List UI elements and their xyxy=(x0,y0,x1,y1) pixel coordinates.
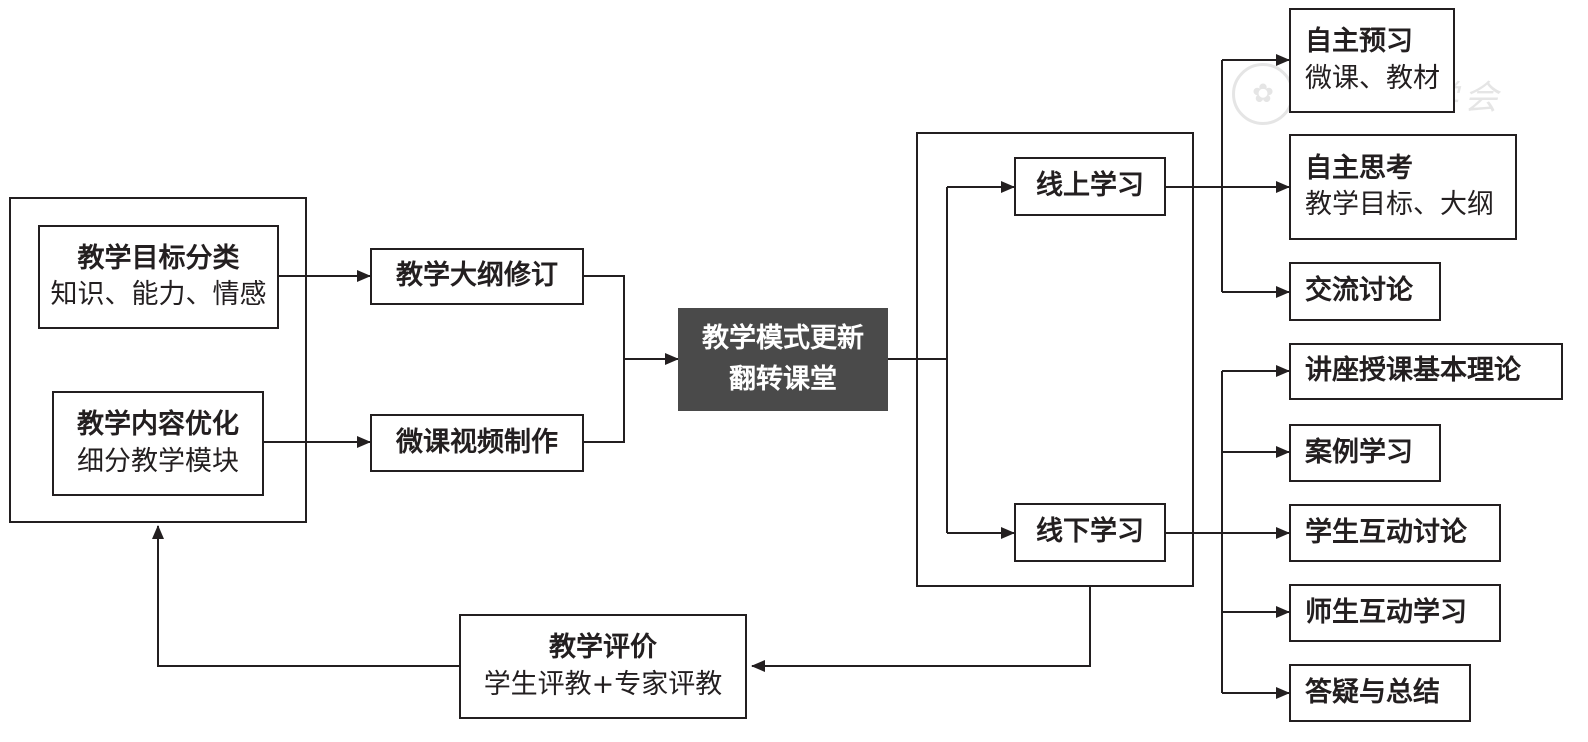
video-box: 微课视频制作 xyxy=(370,414,584,472)
offline-item-teacher-student: 师生互动学习 xyxy=(1289,584,1501,642)
online-item-discussion: 交流讨论 xyxy=(1289,262,1441,321)
content-detail: 细分教学模块 xyxy=(77,445,239,477)
content-title: 教学内容优化 xyxy=(77,409,239,441)
online-item-thinking: 自主思考 教学目标、大纲 xyxy=(1289,134,1517,240)
evaluation-detail: 学生评教+专家评教 xyxy=(483,668,723,700)
online-item-title: 交流讨论 xyxy=(1305,275,1413,307)
learning-frame xyxy=(916,132,1194,587)
evaluation-box: 教学评价 学生评教+专家评教 xyxy=(459,614,747,719)
offline-item-student-discussion: 学生互动讨论 xyxy=(1289,504,1501,562)
online-item-preview: 自主预习 微课、教材 xyxy=(1289,8,1455,113)
offline-item-lecture: 讲座授课基本理论 xyxy=(1289,343,1563,400)
online-item-title: 自主思考 xyxy=(1305,152,1413,184)
syllabus-box: 教学大纲修订 xyxy=(370,248,584,305)
offline-item-label: 师生互动学习 xyxy=(1305,596,1467,628)
objectives-detail: 知识、能力、情感 xyxy=(50,279,267,310)
offline-item-qa: 答疑与总结 xyxy=(1289,664,1471,722)
online-item-title: 自主预习 xyxy=(1305,26,1413,58)
left-group-frame xyxy=(9,197,307,523)
evaluation-title: 教学评价 xyxy=(549,632,657,664)
objectives-box: 教学目标分类 知识、能力、情感 xyxy=(38,225,279,329)
teaching-mode-box: 教学模式更新 翻转课堂 xyxy=(678,308,888,411)
offline-item-case: 案例学习 xyxy=(1289,424,1441,482)
line-learning-to-evaluation xyxy=(751,587,1091,672)
offline-item-label: 讲座授课基本理论 xyxy=(1305,355,1521,387)
teaching-mode-line1: 教学模式更新 xyxy=(702,323,864,354)
content-box: 教学内容优化 细分教学模块 xyxy=(52,391,264,496)
online-item-detail: 教学目标、大纲 xyxy=(1305,189,1494,220)
online-learning-box: 线上学习 xyxy=(1014,157,1166,216)
offline-learning-label: 线下学习 xyxy=(1036,516,1144,548)
objectives-title: 教学目标分类 xyxy=(77,242,240,274)
merge-line xyxy=(584,275,625,443)
offline-item-label: 学生互动讨论 xyxy=(1305,516,1467,548)
offline-item-label: 答疑与总结 xyxy=(1305,676,1440,708)
syllabus-label: 教学大纲修订 xyxy=(396,260,558,292)
online-item-detail: 微课、教材 xyxy=(1305,62,1440,94)
offline-learning-box: 线下学习 xyxy=(1014,503,1166,562)
line-evaluation-to-left-group xyxy=(152,525,459,667)
offline-item-label: 案例学习 xyxy=(1305,436,1413,468)
teaching-mode-line2: 翻转课堂 xyxy=(729,363,837,395)
watermark-seal-icon: ✿ xyxy=(1232,63,1294,125)
video-label: 微课视频制作 xyxy=(396,426,558,458)
online-learning-label: 线上学习 xyxy=(1036,170,1144,202)
